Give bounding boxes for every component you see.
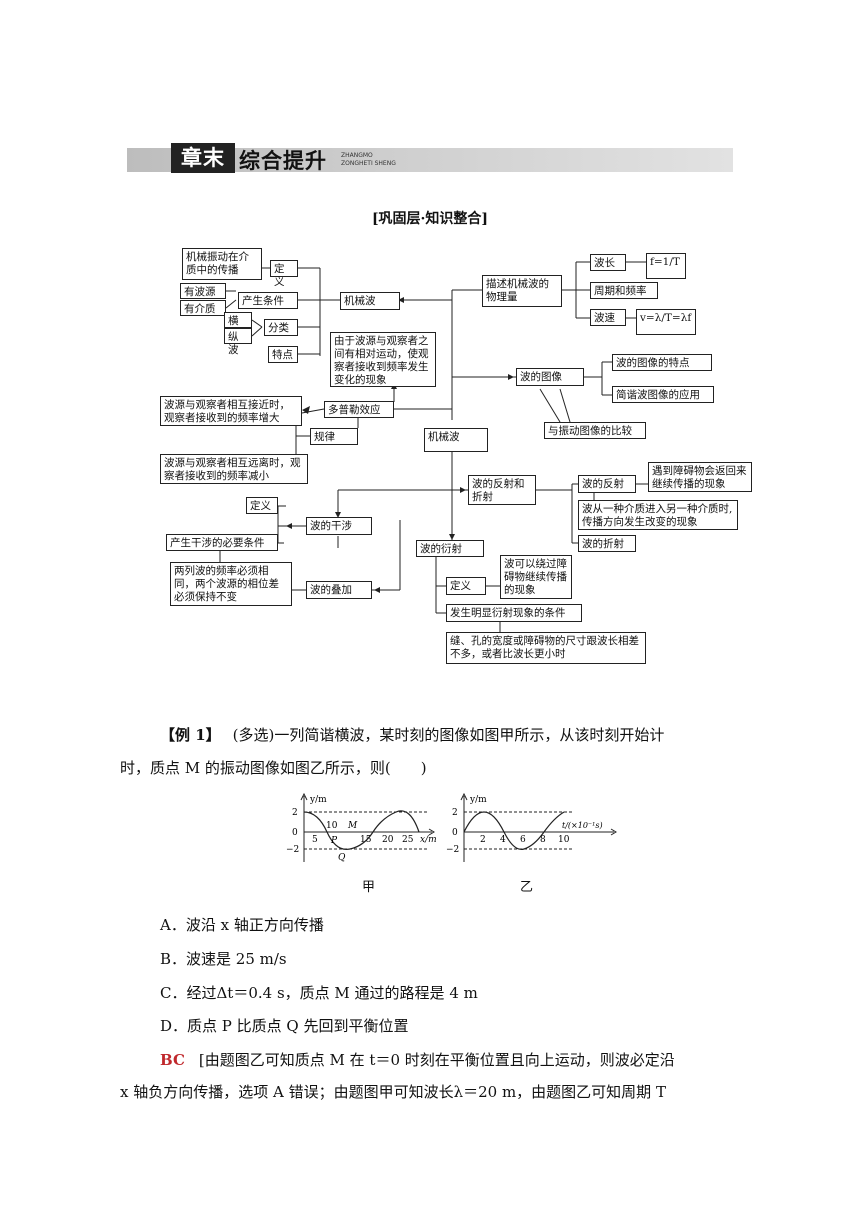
svg-text:x/m: x/m (420, 835, 437, 845)
svg-text:y/m: y/m (469, 795, 487, 805)
node-definition-text: 机械振动在介质中的传播 (182, 248, 262, 280)
node-reflection-refraction: 波的反射和折射 (468, 475, 536, 505)
node-doppler-effect: 多普勒效应 (324, 401, 394, 418)
svg-text:20: 20 (382, 835, 394, 845)
node-graph-features: 波的图像的特点 (612, 354, 712, 371)
node-has-medium: 有介质 (180, 300, 226, 316)
svg-text:y/m: y/m (309, 795, 327, 805)
banner-seal: 章末 (171, 143, 235, 173)
node-transverse: 横波 (224, 312, 252, 340)
option-a: A．波沿 x 轴正方向传播 (160, 916, 324, 934)
node-wave-graph: 波的图像 (516, 368, 584, 386)
option-b: B．波速是 25 m/s (160, 950, 287, 968)
svg-text:0: 0 (292, 828, 298, 838)
node-diffraction-requirement: 缝、孔的宽度或障碍物的尺寸跟波长相差不多，或者比波长更小时 (446, 632, 646, 664)
node-mechanical-wave-center: 机械波 (424, 428, 488, 452)
node-diffraction-conditions: 发生明显衍射现象的条件 (446, 604, 582, 622)
graph-wave-x: y/m 2 0 −2 5 10 15 20 25 x/m P M Q (286, 792, 437, 863)
node-wave-speed: 波速 (590, 309, 626, 326)
svg-text:2: 2 (292, 808, 298, 818)
svg-text:6: 6 (520, 835, 526, 845)
example-stem-line2: 时，质点 M 的振动图像如图乙所示，则( ) (120, 759, 427, 777)
node-graph-application: 简谐波图像的应用 (612, 386, 714, 403)
node-refraction: 波的折射 (578, 535, 636, 552)
graph-vibration-t: y/m 2 0 −2 2 4 6 8 10 t/(×10⁻¹s) (446, 792, 617, 862)
node-reflection: 波的反射 (578, 475, 636, 493)
svg-text:10: 10 (558, 835, 570, 845)
node-diffraction-definition-label: 定义 (446, 577, 486, 595)
node-classification: 分类 (264, 319, 298, 336)
node-conditions: 产生条件 (238, 292, 298, 309)
node-has-source: 有波源 (180, 283, 226, 299)
svg-text:25: 25 (402, 835, 414, 845)
option-c: C．经过Δt＝0.4 s，质点 M 通过的路程是 4 m (160, 984, 478, 1002)
svg-text:10: 10 (326, 821, 338, 831)
svg-text:0: 0 (452, 828, 458, 838)
answer-key: BC (160, 1051, 185, 1069)
node-superposition: 波的叠加 (306, 581, 372, 599)
node-doppler-definition: 由于波源与观察者之间有相对运动，使观察者接收到频率发生变化的现象 (330, 332, 436, 387)
svg-text:15: 15 (360, 835, 372, 845)
svg-text:P: P (330, 836, 338, 846)
node-compare-vibration: 与振动图像的比较 (544, 422, 646, 439)
node-diffraction: 波的衍射 (416, 540, 484, 557)
option-d: D．质点 P 比质点 Q 先回到平衡位置 (160, 1017, 409, 1035)
node-wavelength: 波长 (590, 254, 626, 271)
node-describe-quantities: 描述机械波的物理量 (482, 275, 562, 307)
node-features: 特点 (268, 346, 298, 363)
node-recede-rule: 波源与观察者相互远离时，观察者接收到的频率减小 (160, 454, 308, 484)
svg-text:−2: −2 (446, 845, 459, 855)
example-stem-line1: 【例 1】(多选)一列简谐横波，某时刻的图像如图甲所示，从该时刻开始计 (160, 726, 665, 744)
svg-text:M: M (347, 821, 358, 831)
svg-text:5: 5 (312, 835, 318, 845)
answer-line1: BC[由题图乙可知质点 M 在 t＝0 时刻在平衡位置且向上运动，则波必定沿 (160, 1051, 675, 1069)
svg-text:2: 2 (452, 808, 458, 818)
node-mechanical-wave-top: 机械波 (340, 292, 400, 310)
svg-text:−2: −2 (286, 845, 299, 855)
graph-a-caption: 甲 (362, 880, 376, 895)
node-diffraction-definition: 波可以绕过障碍物继续传播的现象 (500, 555, 572, 599)
graph-b-caption: 乙 (520, 880, 534, 895)
mindmap-connectors (219, 261, 648, 632)
node-period-frequency: 周期和频率 (590, 282, 658, 299)
node-interference-conditions: 产生干涉的必要条件 (166, 534, 278, 551)
node-frequency-formula: f=1/T (646, 253, 686, 279)
banner-title: 综合提升 (239, 149, 327, 173)
svg-text:8: 8 (540, 835, 546, 845)
node-interference-definition: 定义 (246, 497, 278, 514)
svg-text:2: 2 (480, 835, 486, 845)
node-interference-requirement: 两列波的频率必须相同，两个波源的相位差必须保持不变 (170, 562, 292, 606)
svg-text:Q: Q (338, 853, 346, 863)
node-law: 规律 (310, 428, 358, 445)
node-approach-rule: 波源与观察者相互接近时，观察者接收到的频率增大 (160, 396, 302, 426)
svg-text:4: 4 (500, 835, 506, 845)
answer-line2: x 轴负方向传播，选项 A 错误；由题图甲可知波长λ＝20 m，由题图乙可知周期… (120, 1083, 666, 1101)
node-interference: 波的干涉 (306, 517, 372, 535)
node-refraction-definition: 波从一种介质进入另一种介质时,传播方向发生改变的现象 (578, 500, 738, 530)
section-title: [巩固层·知识整合] (371, 211, 489, 227)
node-longitudinal: 纵波 (224, 328, 252, 356)
node-definition: 定义 (270, 260, 298, 288)
node-reflection-definition: 遇到障碍物会返回来继续传播的现象 (648, 462, 752, 492)
node-speed-formula: v=λ/T=λf (636, 309, 696, 335)
svg-text:t/(×10⁻¹s): t/(×10⁻¹s) (562, 821, 603, 830)
